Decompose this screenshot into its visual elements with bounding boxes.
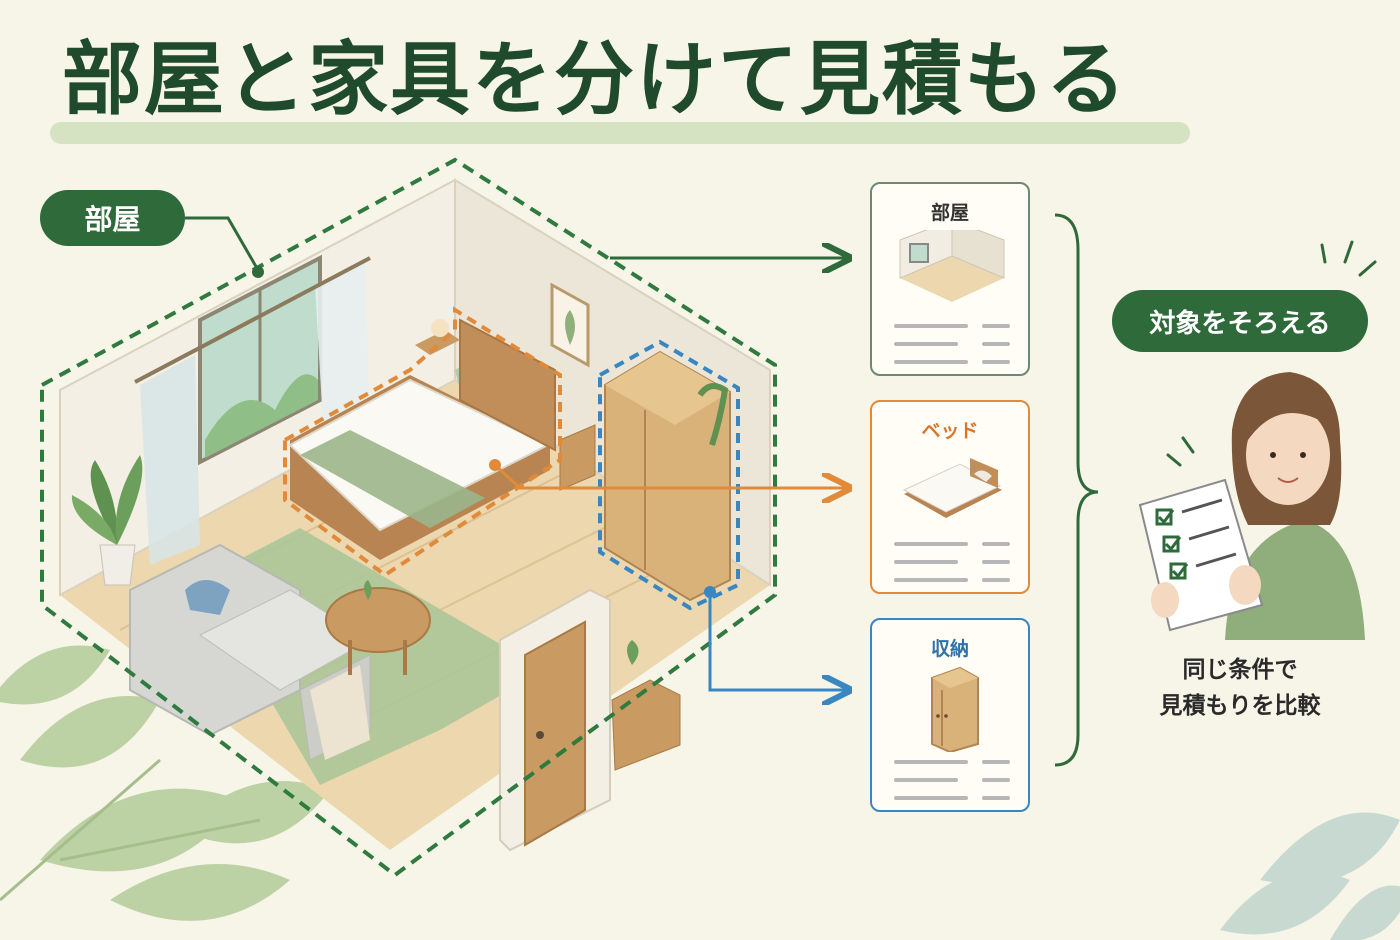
bed-icon [288, 318, 556, 560]
room-tag-dot [252, 266, 264, 278]
room-tag-connector [185, 216, 260, 271]
person-sweater [1225, 520, 1365, 640]
compare-line-2: 見積もりを比較 [1159, 693, 1321, 719]
bed-icon [902, 458, 1002, 518]
person-with-checklist [1138, 372, 1365, 640]
page-title: 部屋と家具を分けて見積もる [62, 33, 1128, 126]
coffee-table-icon [325, 580, 431, 675]
title-underline [50, 122, 1190, 144]
compare-caption: 同じ条件で 見積もりを比較 [1120, 652, 1360, 724]
room-tag: 部屋 [40, 190, 185, 246]
room-card-label: 部屋 [930, 202, 969, 224]
bed-card-label: ベッド [921, 420, 979, 442]
wardrobe-icon [931, 666, 979, 752]
floor-plant-icon [71, 455, 143, 586]
bed-dashed-outline [283, 306, 562, 578]
checklist-lines [1181, 498, 1237, 568]
wardrobe-icon [604, 350, 731, 602]
align-targets-tag: 対象をそろえる [1112, 290, 1368, 352]
empty-room-icon [899, 230, 1005, 302]
leaf-bottom-right-icon [1220, 812, 1400, 940]
door-icon [499, 588, 611, 852]
room-card: 部屋 [870, 182, 1030, 376]
arrow-storage [708, 592, 846, 690]
window-icon [198, 254, 322, 466]
person-face [1246, 405, 1330, 505]
wardrobe-dashed-outline [598, 339, 740, 611]
storage-card: 収納 [870, 618, 1030, 812]
emphasis-marks [1166, 240, 1377, 467]
wall-picture-icon [550, 282, 590, 368]
storage-card-lines [894, 760, 1010, 800]
room-dashed-outline [40, 157, 777, 878]
arrow-bed [493, 463, 846, 488]
room-card-lines [894, 324, 1010, 364]
grouping-brace [1054, 213, 1099, 767]
bed-card: ベッド [870, 400, 1030, 594]
curtain-icon [134, 256, 371, 565]
bed-card-lines [894, 542, 1010, 582]
checkbox-icon [1155, 508, 1189, 580]
storage-card-label: 収納 [930, 638, 969, 660]
compare-line-1: 同じ条件で [1182, 657, 1298, 683]
